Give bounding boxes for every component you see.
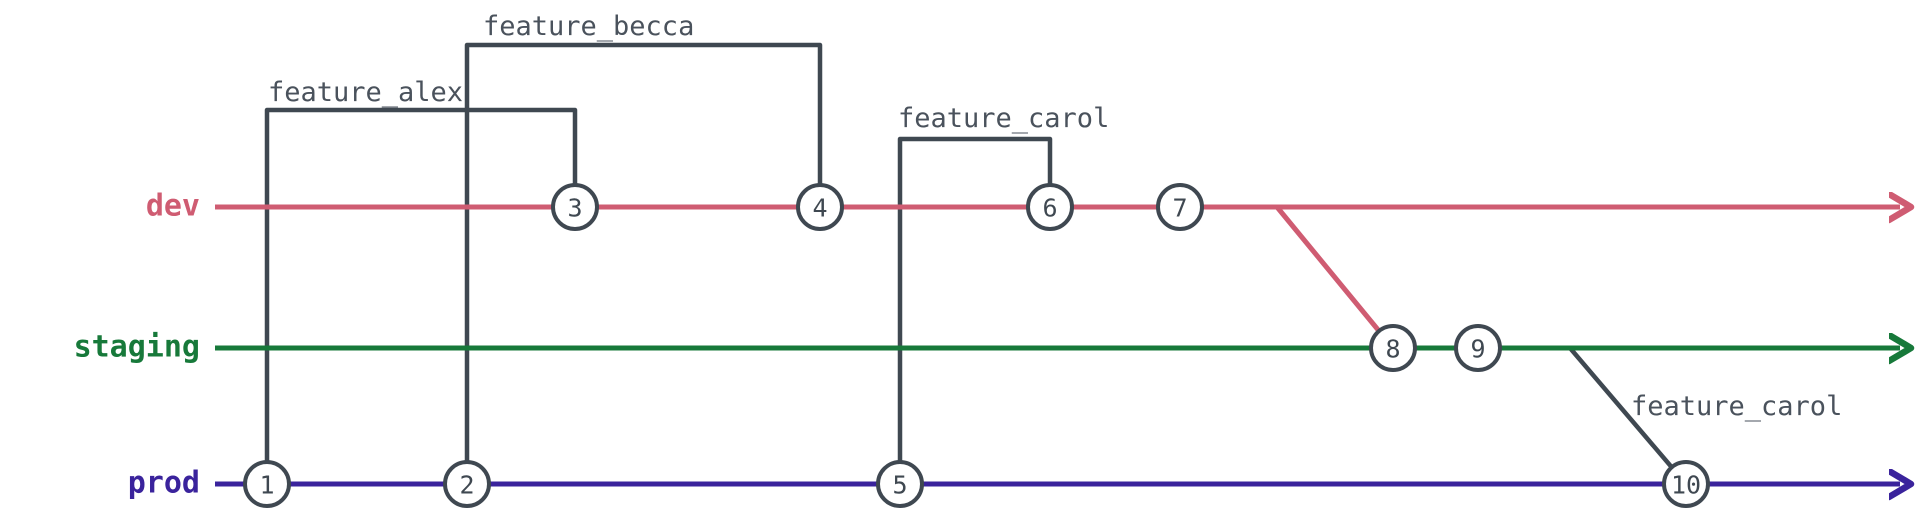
commit-label-4: 4 [812,194,827,223]
commit-label-6: 6 [1042,194,1057,223]
commit-node-6[interactable]: 6 [1026,183,1074,231]
lane-label-staging[interactable]: staging [74,330,200,365]
commit-node-10[interactable]: 10 [1662,460,1710,508]
commit-label-8: 8 [1385,335,1400,364]
merge-paths [1274,204,1396,351]
feature-branch-path-feature_carol_2 [1567,345,1689,487]
commit-label-2: 2 [459,471,474,500]
commit-circle-7 [1156,183,1204,231]
commit-node-8[interactable]: 8 [1369,324,1417,372]
lane-label-dev[interactable]: dev [146,189,200,224]
commit-nodes: 1 2 3 4 5 6 7 8 9 10 [243,183,1710,508]
branch-label-feature_carol_2[interactable]: feature_carol [1631,391,1842,422]
commit-circle-3 [551,183,599,231]
commit-node-5[interactable]: 5 [876,460,924,508]
commit-label-10: 10 [1671,471,1701,500]
branch-labels: feature_alexfeature_beccafeature_carolfe… [268,11,1842,422]
commit-circle-10 [1662,460,1710,508]
commit-circle-1 [243,460,291,508]
commit-circle-5 [876,460,924,508]
commit-node-7[interactable]: 7 [1156,183,1204,231]
feature-branch-path-feature_becca [464,42,823,487]
commit-node-2[interactable]: 2 [443,460,491,508]
commit-circle-9 [1454,324,1502,372]
commit-label-3: 3 [567,194,582,223]
commit-node-4[interactable]: 4 [796,183,844,231]
feature-branch-path-feature_alex [264,107,578,487]
commit-node-3[interactable]: 3 [551,183,599,231]
commit-node-9[interactable]: 9 [1454,324,1502,372]
commit-node-1[interactable]: 1 [243,460,291,508]
commit-label-9: 9 [1470,335,1485,364]
commit-label-1: 1 [259,471,274,500]
branch-label-feature_carol[interactable]: feature_carol [898,103,1109,134]
lane-label-prod[interactable]: prod [128,466,200,501]
branch-label-feature_alex[interactable]: feature_alex [268,77,463,108]
lane-labels: dev staging prod [74,189,200,501]
commit-circle-8 [1369,324,1417,372]
feature-branch-paths [264,42,1689,487]
commit-circle-4 [796,183,844,231]
merge-path-dev-to-staging [1274,204,1396,351]
branch-label-feature_becca[interactable]: feature_becca [483,11,694,42]
feature-branch-path-feature_carol [897,136,1053,487]
commit-label-7: 7 [1172,194,1187,223]
commit-circle-6 [1026,183,1074,231]
commit-circle-2 [443,460,491,508]
commit-label-5: 5 [892,471,907,500]
